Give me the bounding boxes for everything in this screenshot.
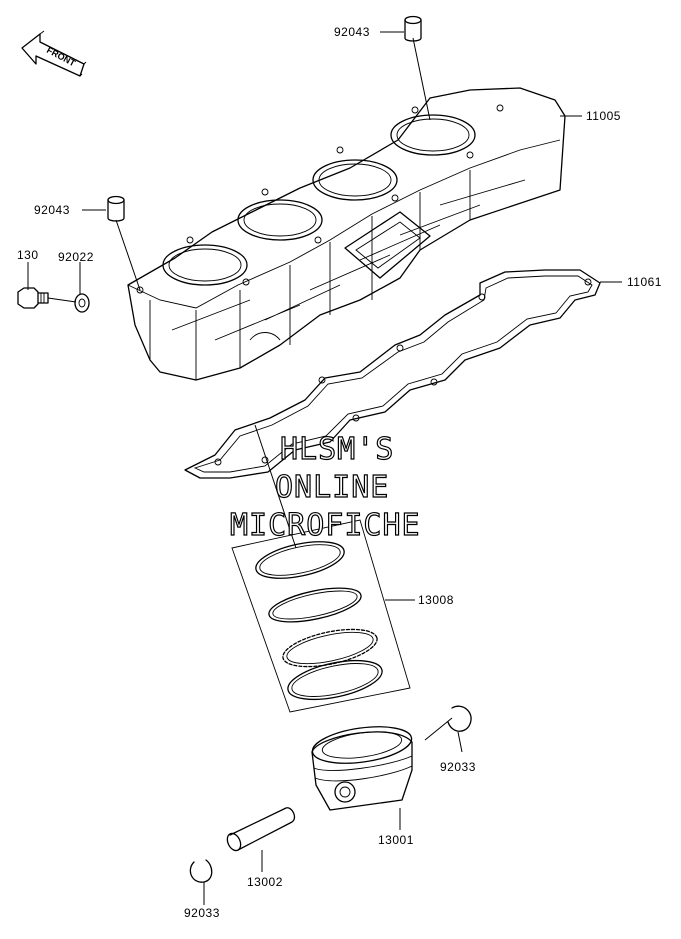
front-arrow: FRONT <box>21 30 87 77</box>
label-92022: 92022 <box>58 250 94 264</box>
front-label: FRONT <box>45 45 78 69</box>
label-92043-left: 92043 <box>34 203 70 217</box>
watermark-line-1: HLSM'S <box>280 432 394 467</box>
circlip-right <box>447 705 472 732</box>
cylinder-gasket <box>184 269 601 479</box>
top-dowel <box>404 15 422 42</box>
piston-pin <box>226 807 296 852</box>
washer <box>74 293 90 313</box>
label-13001: 13001 <box>378 833 414 847</box>
label-13008: 13008 <box>418 593 454 607</box>
leader-lines <box>27 31 622 905</box>
left-dowel <box>107 195 125 222</box>
watermark-line-3: MICROFICHE <box>230 508 421 543</box>
label-13002: 13002 <box>247 875 283 889</box>
watermark-line-2: ONLINE <box>275 470 389 505</box>
front-direction-arrow-icon <box>21 33 85 77</box>
label-11061: 11061 <box>627 275 662 289</box>
label-92033-right: 92033 <box>440 760 476 774</box>
cylinder-block <box>127 87 566 381</box>
circlip-bottom <box>189 859 213 883</box>
bolt <box>17 287 49 309</box>
label-130: 130 <box>17 248 39 262</box>
part-labels: 92043 11005 92043 130 92022 11061 13008 … <box>17 25 662 920</box>
watermark: HLSM'S ONLINE MICROFICHE <box>229 431 421 543</box>
label-11005: 11005 <box>586 109 621 123</box>
label-92043-top: 92043 <box>334 25 370 39</box>
piston-rings <box>231 519 411 713</box>
piston <box>311 726 413 811</box>
label-92033-bottom: 92033 <box>184 906 220 920</box>
